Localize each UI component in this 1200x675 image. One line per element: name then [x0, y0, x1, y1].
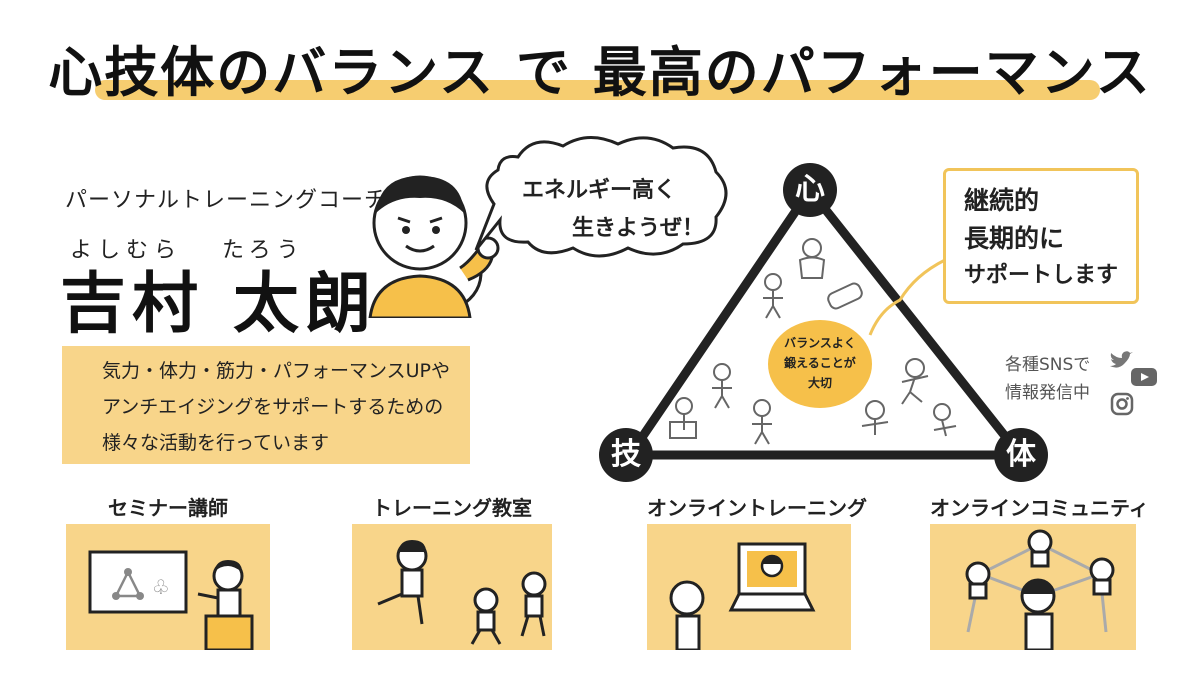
online-community-illustration [965, 529, 1115, 650]
triangle-label-technique: 技 [599, 428, 653, 482]
triangle-label-mind: 心 [783, 163, 837, 217]
center-line-2: 鍛えることが [784, 356, 856, 370]
service-box-seminar: ♧ [66, 524, 270, 650]
sns-line-1: 各種SNSで [1005, 355, 1091, 375]
youtube-icon [1131, 368, 1157, 386]
center-line-3: 大切 [807, 376, 832, 390]
speech-bubble [474, 136, 728, 258]
speech-bubble-line-1: エネルギー高く [522, 178, 677, 203]
profile-name-ruby-family: よしむら [70, 238, 183, 263]
support-line-2: 長期的に [964, 224, 1065, 253]
description-line-1: 気力・体力・筋力・パフォーマンスUPや [102, 360, 450, 382]
description-box: 気力・体力・筋力・パフォーマンスUPや アンチエイジングをサポートするための 様… [62, 346, 470, 464]
center-line-1: バランスよく [784, 336, 856, 350]
speech-bubble-line-2: 生きようぜ！ [572, 216, 705, 241]
online-training-illustration [669, 542, 816, 650]
sns-line-2: 情報発信中 [1005, 383, 1090, 403]
service-label-online-community: オンラインコミュニティ [930, 496, 1149, 520]
triangle-label-body: 体 [994, 428, 1048, 482]
support-line-3: サポートします [964, 263, 1119, 288]
triangle-center-badge: バランスよく 鍛えることが 大切 [768, 320, 872, 408]
service-label-training-class: トレーニング教室 [372, 496, 532, 520]
page-title: 心技体のバランス で 最高のパフォーマンス [48, 41, 1152, 104]
service-label-online-training: オンライントレーニング [647, 496, 867, 520]
profile-name-ruby-given: たろう [222, 238, 305, 263]
description-line-3: 様々な活動を行っています [102, 432, 330, 454]
description-line-2: アンチエイジングをサポートするための [102, 396, 444, 418]
instagram-icon [1110, 392, 1134, 416]
service-box-online-community [930, 524, 1136, 650]
title-underline [95, 80, 1100, 100]
svg-text:♧: ♧ [152, 575, 170, 599]
profile-role: パーソナルトレーニングコーチ [65, 188, 388, 213]
profile-name: 吉村 太朗 [60, 265, 377, 342]
service-box-training-class [352, 524, 552, 650]
service-label-seminar: セミナー講師 [108, 496, 228, 520]
support-line-1: 継続的 [964, 186, 1040, 215]
support-note: 継続的 長期的に サポートします [943, 168, 1139, 304]
service-box-online-training [647, 524, 851, 650]
balance-triangle [625, 185, 1025, 460]
seminar-illustration: ♧ [88, 550, 254, 650]
connector-line [868, 258, 946, 336]
twitter-icon [1110, 351, 1133, 368]
training-class-illustration [377, 540, 547, 645]
